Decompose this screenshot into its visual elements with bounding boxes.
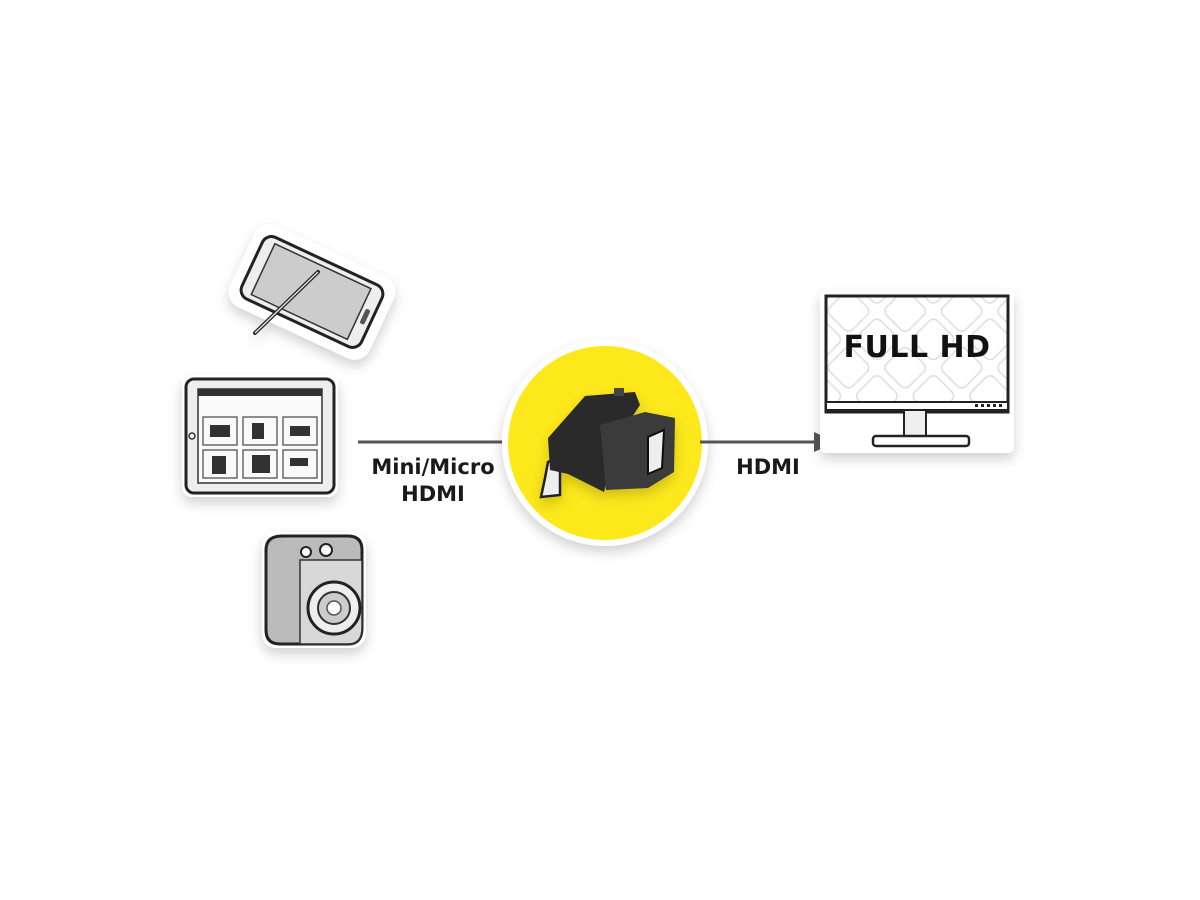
tablet-icon xyxy=(182,375,338,497)
input-label: Mini/Micro HDMI xyxy=(360,454,506,508)
hdmi-adapter-icon xyxy=(539,388,675,499)
input-label-line2: HDMI xyxy=(401,482,465,506)
output-arrow xyxy=(700,432,836,452)
input-label-line1: Mini/Micro xyxy=(371,455,495,479)
monitor-icon xyxy=(820,291,1014,453)
smartphone-icon xyxy=(228,224,396,360)
output-label: HDMI xyxy=(736,455,800,479)
action-camera-icon xyxy=(262,532,366,648)
monitor-screen-text: FULL HD xyxy=(843,330,991,365)
